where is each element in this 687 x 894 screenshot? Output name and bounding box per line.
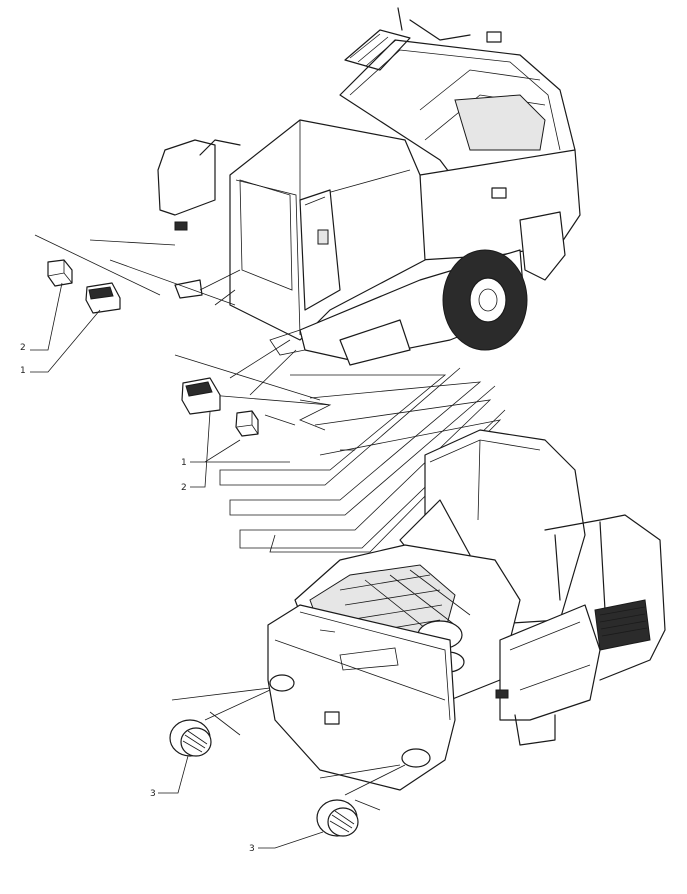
- rear-lamp-round-right: [316, 799, 359, 837]
- callout-lines-lower: [158, 755, 324, 849]
- callout-label: 2: [181, 483, 187, 493]
- callout-label: 2: [20, 343, 26, 353]
- leader-lines-upper: [34, 234, 331, 426]
- callout-label: 3: [150, 789, 156, 799]
- side-lamp-small-mid: [235, 410, 259, 437]
- work-lamp-large-upper: [85, 282, 121, 314]
- side-lamp-small-upper: [47, 259, 73, 287]
- view-direction-arrow: [219, 367, 506, 553]
- callout-lines-upper: [30, 282, 290, 488]
- rear-lamp-round-left: [169, 719, 212, 757]
- machine-front-view: [157, 7, 581, 366]
- work-lamp-large-mid: [181, 377, 221, 415]
- leader-lines-lower: [171, 687, 406, 811]
- callout-label: 3: [249, 844, 255, 854]
- callout-label: 1: [20, 366, 26, 376]
- callout-label: 1: [181, 458, 187, 468]
- machine-rear-view: [267, 429, 666, 791]
